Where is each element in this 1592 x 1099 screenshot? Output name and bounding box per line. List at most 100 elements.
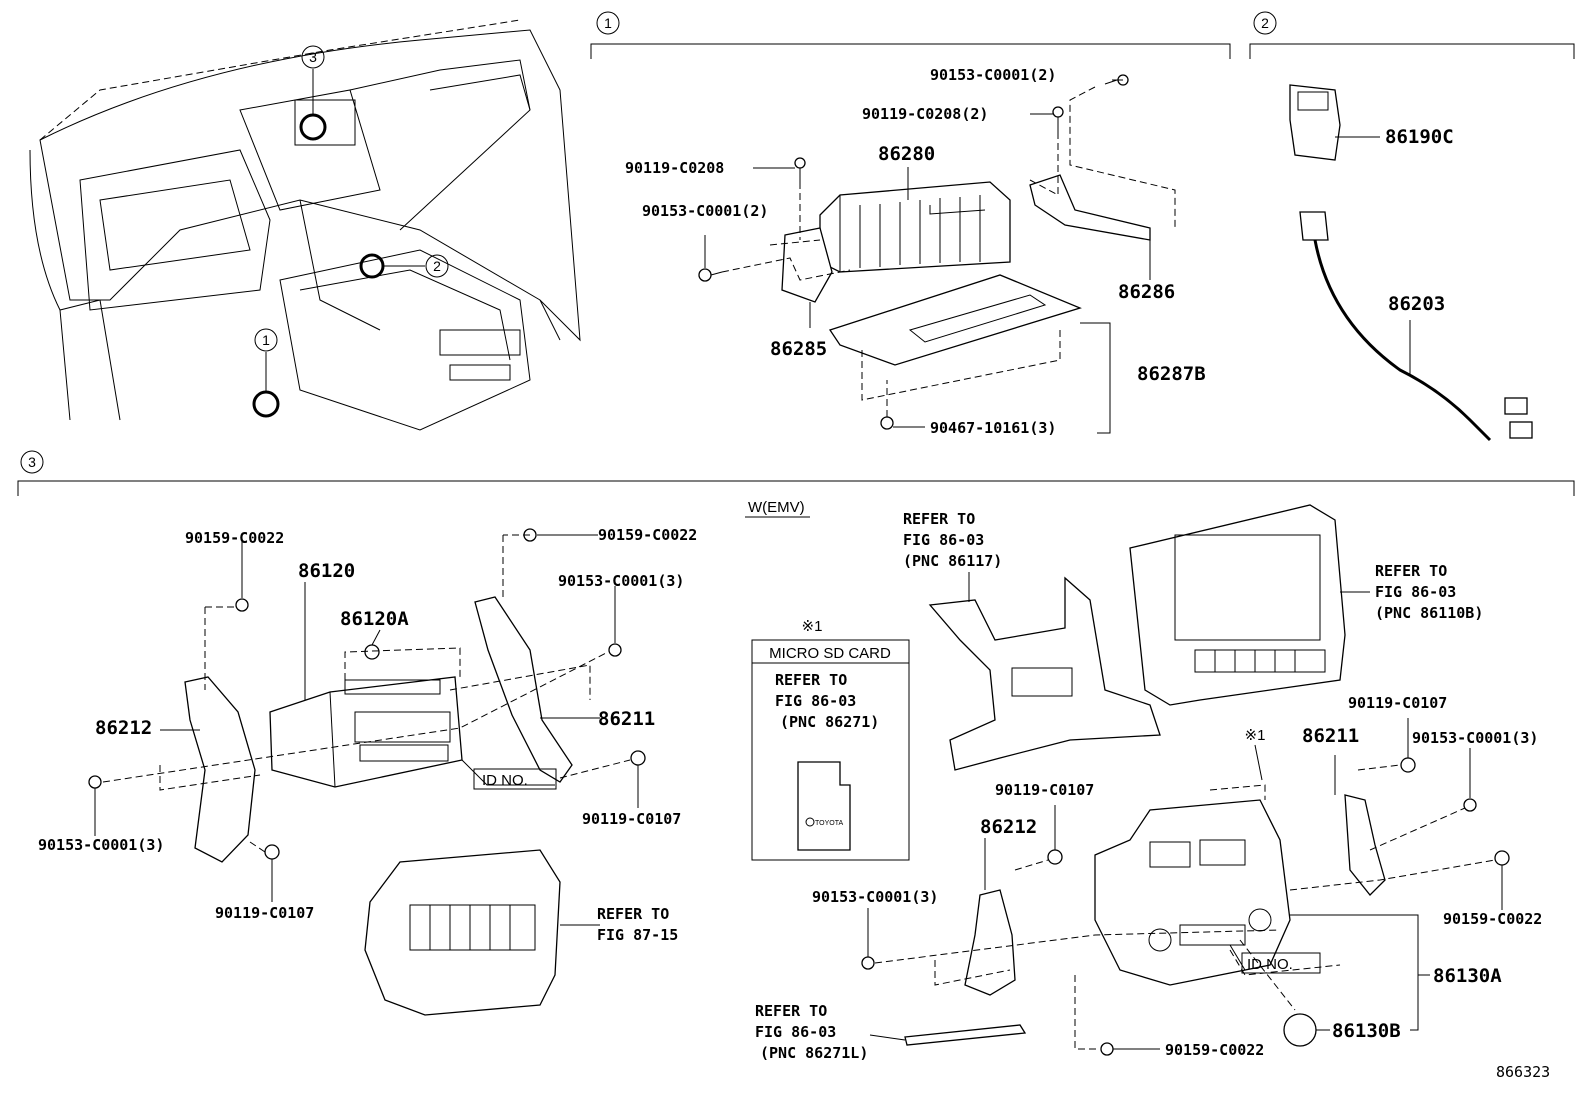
label-90159-c0022-b: 90159-C0022	[598, 526, 697, 544]
emv-unit-86130a	[1094, 799, 1291, 986]
screw-90467	[880, 416, 894, 430]
callout-3: 3	[309, 49, 317, 65]
label-90119-c0107-a: 90119-C0107	[582, 810, 681, 828]
section-3-marker: 3	[28, 454, 36, 470]
label-86190c: 86190C	[1385, 126, 1454, 148]
refer-to-sd-line2: FIG 86-03	[775, 692, 856, 710]
label-90153-c0001-3-d: 90153-C0001(3)	[812, 888, 938, 906]
label-86130a: 86130A	[1433, 965, 1502, 987]
label-86211-b: 86211	[1302, 725, 1359, 747]
amplifier-assembly: 90153-C0001(2) 90119-C0208(2) 90119-C020…	[625, 66, 1206, 437]
micro-sd-card	[797, 761, 851, 851]
id-no-label-b: ID NO.	[1247, 956, 1293, 973]
screw-90153-d	[861, 956, 875, 970]
screw-90153-a	[608, 643, 622, 657]
screw-90119-left	[794, 157, 806, 182]
emv-assembly: W(EMV) ※1 MICRO SD CARD REFER TO FIG 86-…	[745, 499, 1542, 1062]
label-90153-c0001-3-c: 90153-C0001(3)	[1412, 729, 1538, 747]
refer-to-86271l-line2: FIG 86-03	[755, 1023, 836, 1041]
bracket-86212-left	[184, 676, 256, 863]
label-86120: 86120	[298, 560, 355, 582]
label-86120a: 86120A	[340, 608, 409, 630]
refer-to-86271l-line1: REFER TO	[755, 1002, 827, 1020]
plate-86287b	[828, 274, 1082, 366]
bracket-86211-right	[1344, 794, 1386, 896]
ref-mark-sd: ※1	[802, 618, 823, 635]
label-86211-a: 86211	[598, 708, 655, 730]
screw-90153-b	[88, 775, 102, 789]
screw-90119-c	[1400, 757, 1416, 773]
section-2-marker: 2	[1261, 15, 1269, 31]
support-bracket-86117	[928, 576, 1161, 771]
label-90159-c0022-c: 90159-C0022	[1443, 910, 1542, 928]
label-86280: 86280	[878, 143, 935, 165]
label-90119-c0208-2: 90119-C0208(2)	[862, 105, 988, 123]
label-86203: 86203	[1388, 293, 1445, 315]
refer-to-86271l-line3: (PNC 86271L)	[760, 1044, 868, 1062]
screw-90153-left	[698, 268, 723, 282]
knob-86120a	[364, 644, 380, 660]
label-90159-c0022-d: 90159-C0022	[1165, 1041, 1264, 1059]
bracket-86286	[1029, 174, 1151, 241]
ref-mark-emv: ※1	[1245, 727, 1266, 744]
refer-to-86117-line1: REFER TO	[903, 510, 975, 528]
micro-sd-box	[751, 639, 910, 861]
knob-86130b	[1283, 1013, 1317, 1047]
label-86130b: 86130B	[1332, 1020, 1401, 1042]
label-90153-c0001-3-a: 90153-C0001(3)	[558, 572, 684, 590]
refer-to-sd-line1: REFER TO	[775, 671, 847, 689]
bracket-86211-left	[474, 596, 573, 783]
screw-90159-d	[1100, 1042, 1114, 1056]
w-emv-label: W(EMV)	[748, 499, 805, 516]
label-86212-a: 86212	[95, 717, 152, 739]
label-86285: 86285	[770, 338, 827, 360]
refer-to-86110b-line2: FIG 86-03	[1375, 583, 1456, 601]
label-90159-c0022-a: 90159-C0022	[185, 529, 284, 547]
screw-90159-a	[235, 598, 249, 612]
label-90467-10161-3: 90467-10161(3)	[930, 419, 1056, 437]
screw-90159-c	[1494, 850, 1510, 866]
section-1-marker: 1	[604, 15, 612, 31]
id-no-label-a: ID NO.	[482, 772, 528, 789]
label-90153-c0001-2-left: 90153-C0001(2)	[642, 202, 768, 220]
diagram-id: 866323	[1496, 1063, 1550, 1081]
callout-1: 1	[262, 332, 270, 348]
label-90119-c0107-c: 90119-C0107	[1348, 694, 1447, 712]
section-frames: 1 2 3	[17, 11, 1575, 496]
bracket-86285	[781, 227, 833, 303]
screw-90119-b	[264, 844, 280, 860]
refer-to-86117-line3: (PNC 86117)	[903, 552, 1002, 570]
climate-control-panel	[364, 849, 561, 1016]
switch-harness-assembly: 86190C 86203	[1289, 84, 1533, 442]
screw-90119-top	[1052, 106, 1064, 132]
wire-harness-86203	[1313, 239, 1492, 442]
refer-to-sd-line3: (PNC 86271)	[780, 713, 879, 731]
label-86212-b: 86212	[980, 816, 1037, 838]
screw-90119-d	[1047, 849, 1063, 865]
sd-card-brand: TOYOTA	[815, 820, 843, 827]
refer-to-87-15-line1: REFER TO	[597, 905, 669, 923]
audio-unit-assembly: 90159-C0022 86120 86120A 90159-C0022 901…	[38, 526, 697, 1016]
label-90119-c0208: 90119-C0208	[625, 159, 724, 177]
refer-to-86110b-line1: REFER TO	[1375, 562, 1447, 580]
bracket-86212-right	[964, 889, 1016, 996]
sd-cover-86271l	[904, 1024, 1027, 1046]
refer-to-87-15-line2: FIG 87-15	[597, 926, 678, 944]
label-90119-c0107-b: 90119-C0107	[215, 904, 314, 922]
display-86110b	[1129, 504, 1346, 706]
screw-90119-a	[630, 750, 646, 766]
refer-to-86110b-line3: (PNC 86110B)	[1375, 604, 1483, 622]
callout-2: 2	[433, 258, 441, 274]
dashboard-overview: 3 2 1	[29, 19, 581, 431]
label-86287b: 86287B	[1137, 363, 1206, 385]
label-90119-c0107-d: 90119-C0107	[995, 781, 1094, 799]
label-90153-c0001-3-b: 90153-C0001(3)	[38, 836, 164, 854]
label-86286: 86286	[1118, 281, 1175, 303]
amplifier-86280	[819, 181, 1011, 273]
micro-sd-title: MICRO SD CARD	[769, 645, 891, 662]
label-90153-c0001-2-top: 90153-C0001(2)	[930, 66, 1056, 84]
refer-to-86117-line2: FIG 86-03	[903, 531, 984, 549]
screw-90153-c	[1463, 798, 1477, 812]
